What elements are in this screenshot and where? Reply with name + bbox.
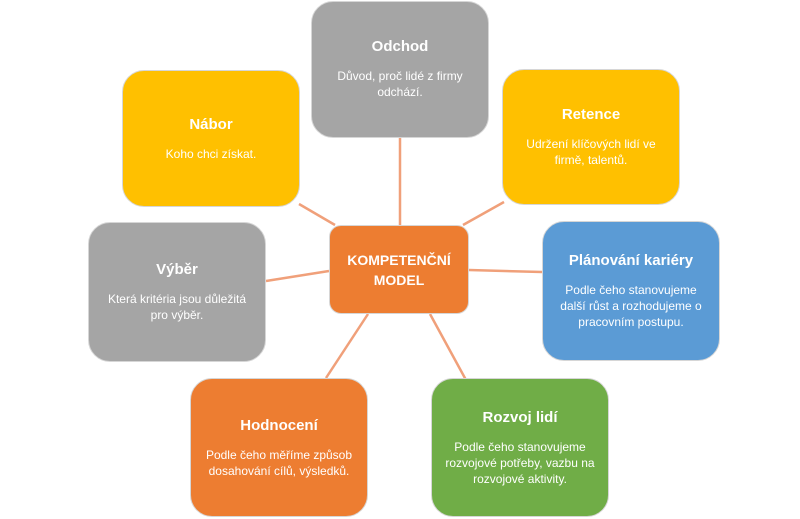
node-retence: Retence Udržení klíčových lidí ve firmě,… — [502, 69, 680, 205]
node-hodnoceni-title: Hodnocení — [240, 416, 318, 434]
node-nabor-desc: Koho chci získat. — [165, 146, 257, 161]
node-retence-desc: Udržení klíčových lidí ve firmě, talentů… — [526, 137, 656, 167]
center-line2: MODEL — [373, 271, 425, 288]
node-rozvoj-lidi: Rozvoj lidí Podle čeho stanovujeme rozvo… — [431, 378, 609, 517]
connector-rozvoj — [428, 313, 468, 381]
node-odchod: Odchod Důvod, proč lidé z firmy odchází. — [311, 1, 489, 138]
node-vyber-title: Výběr — [156, 261, 198, 278]
node-nabor-title: Nábor — [189, 115, 233, 133]
center-line1: KOMPETENČNÍ — [347, 251, 451, 268]
node-odchod-title: Odchod — [371, 37, 429, 55]
node-planovani-desc: Podle čeho stanovujeme další růst a rozh… — [560, 283, 702, 329]
connector-planovani — [468, 268, 543, 274]
node-rozvoj-title: Rozvoj lidí — [482, 408, 558, 426]
connector-nabor — [298, 202, 336, 227]
node-hodnoceni: Hodnocení Podle čeho měříme způsob dosah… — [190, 378, 368, 517]
node-planovani-kariery: Plánování kariéry Podle čeho stanovujeme… — [542, 221, 720, 361]
connector-vyber — [265, 269, 330, 283]
node-odchod-desc: Důvod, proč lidé z firmy odchází. — [337, 68, 463, 99]
node-hodnoceni-desc: Podle čeho měříme způsob dosahování cílů… — [205, 447, 353, 478]
node-planovani-title: Plánování kariéry — [568, 252, 694, 269]
node-rozvoj-desc: Podle čeho stanovujeme rozvojové potřeby… — [445, 439, 595, 486]
node-vyber: Výběr Která kritéria jsou důležitá pro v… — [88, 222, 266, 362]
connector-hodnoceni — [324, 313, 370, 379]
center-kompetencni-model: KOMPETENČNÍ MODEL — [329, 225, 469, 314]
node-retence-title: Retence — [561, 106, 621, 123]
connector-retence — [462, 200, 505, 227]
node-vyber-desc: Která kritéria jsou důležitá pro výběr. — [107, 292, 247, 322]
node-nabor: Nábor Koho chci získat. — [122, 70, 300, 207]
